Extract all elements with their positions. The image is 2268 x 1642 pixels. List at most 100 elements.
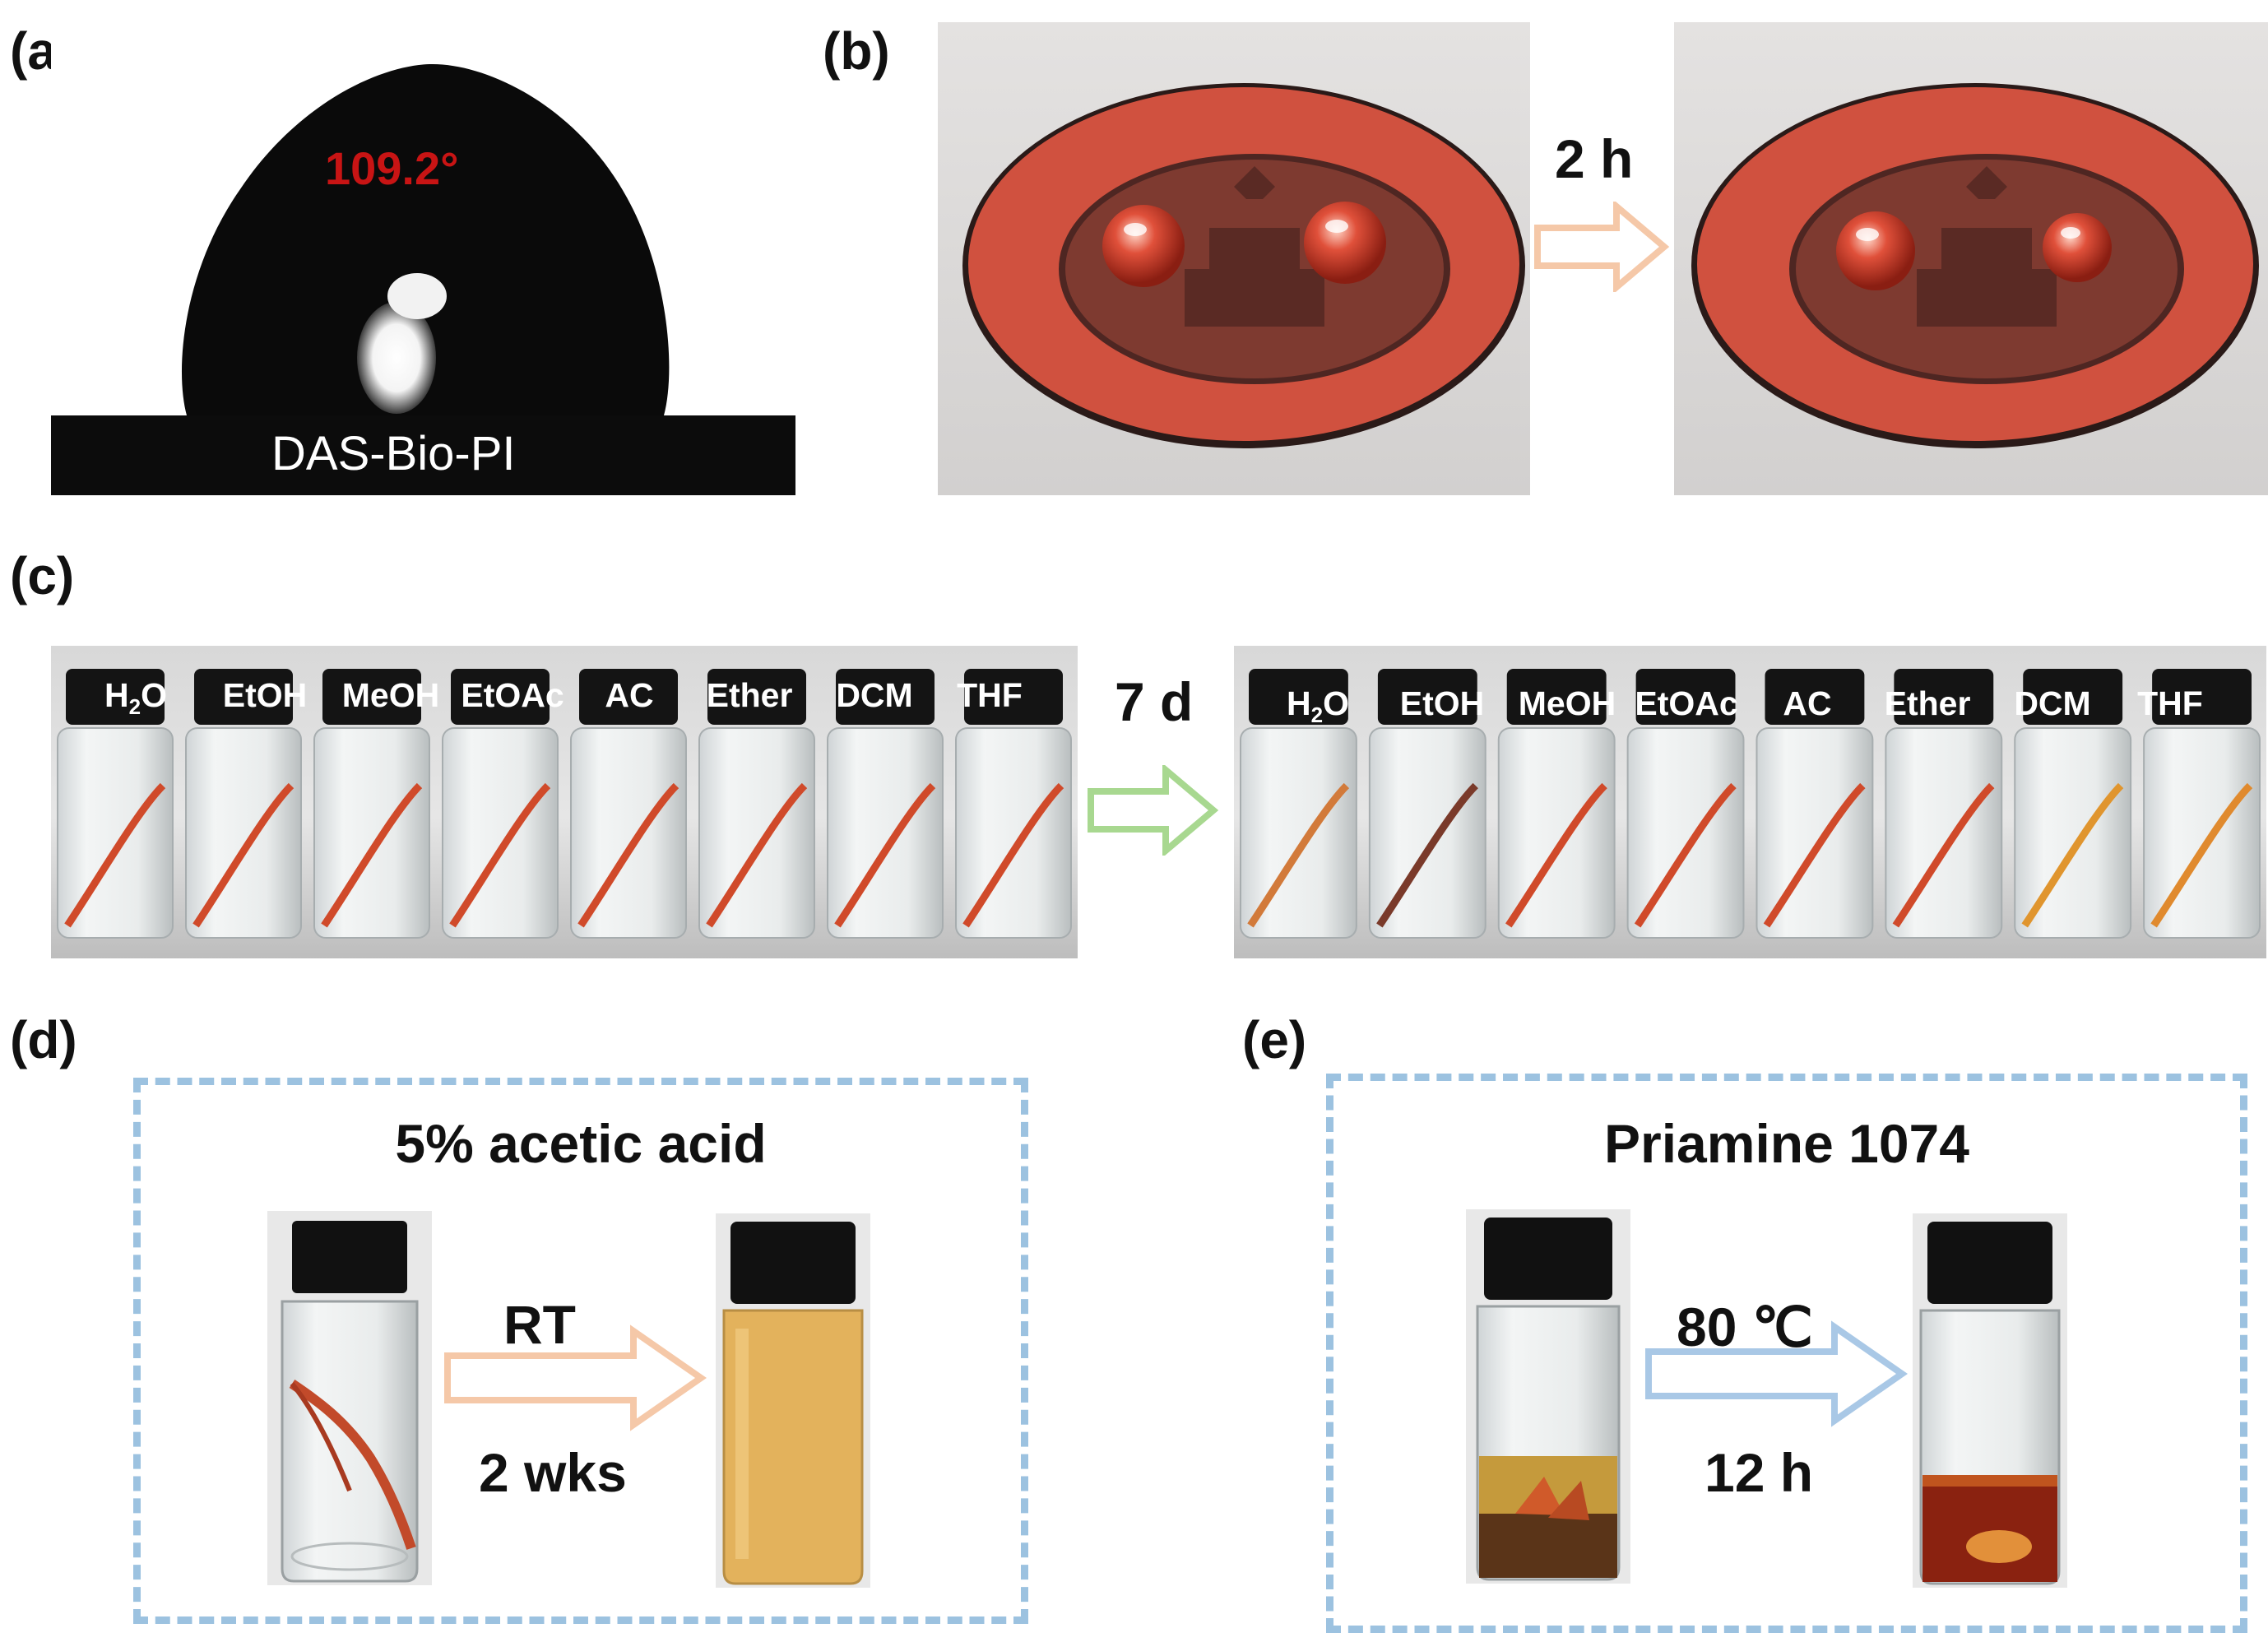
vial-cap [1765,669,1865,725]
vial [1240,669,1357,939]
polymer-film [1892,782,1995,928]
vial-body [185,727,302,939]
polymer-film [834,782,936,928]
condition-d-top: RT [503,1294,576,1355]
condition-e-bottom: 12 h [1704,1442,1814,1503]
vial [2143,669,2261,939]
vial-cap [707,669,806,725]
box-title-d: 5% acetic acid [395,1113,767,1174]
vial-cap [66,669,165,725]
vial-body [1497,727,1616,939]
vial [1497,669,1616,939]
vial [827,669,944,939]
solvent-label: THF [957,676,1023,714]
vial-body [1626,727,1745,939]
vial-cap [1635,669,1736,725]
vial-cap [964,669,1063,725]
polymer-film [2150,782,2253,928]
vial-body [1368,727,1486,939]
vial-body [313,727,430,939]
panel-label-e: (e) [1242,1010,1307,1069]
dashed-box-e [1326,1074,2247,1633]
solvent-label: EtOAc [461,676,564,714]
solvent-label: EtOH [222,676,308,714]
solvent-label: DCM [2014,684,2091,722]
solvent-label: AC [605,676,654,714]
vial-photo-d-before [267,1211,432,1585]
solvent-label: H2O [1287,684,1349,728]
vial-cap [322,669,421,725]
polymer-film [706,782,808,928]
vial-body [698,727,815,939]
vial-photo-d-after [716,1213,870,1588]
polymer-film [577,782,679,928]
solvent-label: EtOAc [1635,684,1738,722]
vials-before-svg [51,646,1078,958]
solvent-label: Ether [1884,684,1971,722]
vial-photo-e-before [1466,1209,1630,1584]
solvent-label: Ether [706,676,793,714]
vial [1626,669,1745,939]
vial [1885,669,2003,939]
vial-cap [1894,669,1994,725]
vial [185,669,302,939]
solvent-label: MeOH [341,676,440,714]
film-photo-before [938,22,1530,495]
condition-d-bottom: 2 wks [479,1442,627,1503]
vial-cap [2152,669,2252,725]
vial [955,669,1072,939]
vial-cap [1249,669,1348,725]
arrow-e [1645,1320,1909,1427]
solvent-label: DCM [836,676,913,714]
vial [57,669,174,939]
vials-photo-after [1234,646,2266,958]
vial [1368,669,1486,939]
vial-cap [194,669,293,725]
vial [698,669,815,939]
panel-label-c: (c) [10,546,75,605]
polymer-film [64,782,166,928]
vial [313,669,430,939]
vial [1755,669,1874,939]
vial-body [570,727,687,939]
condition-e-top: 80 ℃ [1677,1296,1813,1357]
vial-body [827,727,944,939]
vial-body [955,727,1072,939]
sample-name: DAS-Bio-PI [271,427,516,480]
vial-cap [836,669,935,725]
polymer-film [192,782,295,928]
vial-cap [1506,669,1607,725]
time-c: 7 d [1115,671,1194,732]
vials-after-svg [1234,646,2266,958]
solvent-label: EtOH [1399,684,1485,722]
film-photo-after [1674,22,2268,495]
arrow-d [444,1324,707,1431]
vial-body [2143,727,2261,939]
solvent-label: AC [1783,684,1832,722]
vial-cap [1377,669,1477,725]
vial-body [2014,727,2132,939]
vial [570,669,687,939]
polymer-film [1505,782,1607,928]
contact-angle-value: 109.2° [325,142,459,194]
vial-cap [451,669,550,725]
polymer-film [321,782,423,928]
polymer-film [1763,782,1866,928]
contact-angle-photo [51,25,795,495]
box-title-e: Priamine 1074 [1604,1113,1969,1174]
vial-photo-e-after [1913,1213,2067,1588]
vials-photo-before [51,646,1078,958]
polymer-film [1376,782,1478,928]
arrow-c [1088,765,1219,856]
polymer-film [1634,782,1737,928]
vial [442,669,559,939]
solvent-label: MeOH [1518,684,1616,722]
arrow-b [1534,202,1670,292]
polymer-film [1247,782,1350,928]
vial-body [1755,727,1874,939]
vial-cap [579,669,678,725]
vial [2014,669,2132,939]
panel-label-d: (d) [10,1010,77,1069]
polymer-film [2021,782,2124,928]
solvent-label: THF [2137,684,2203,722]
